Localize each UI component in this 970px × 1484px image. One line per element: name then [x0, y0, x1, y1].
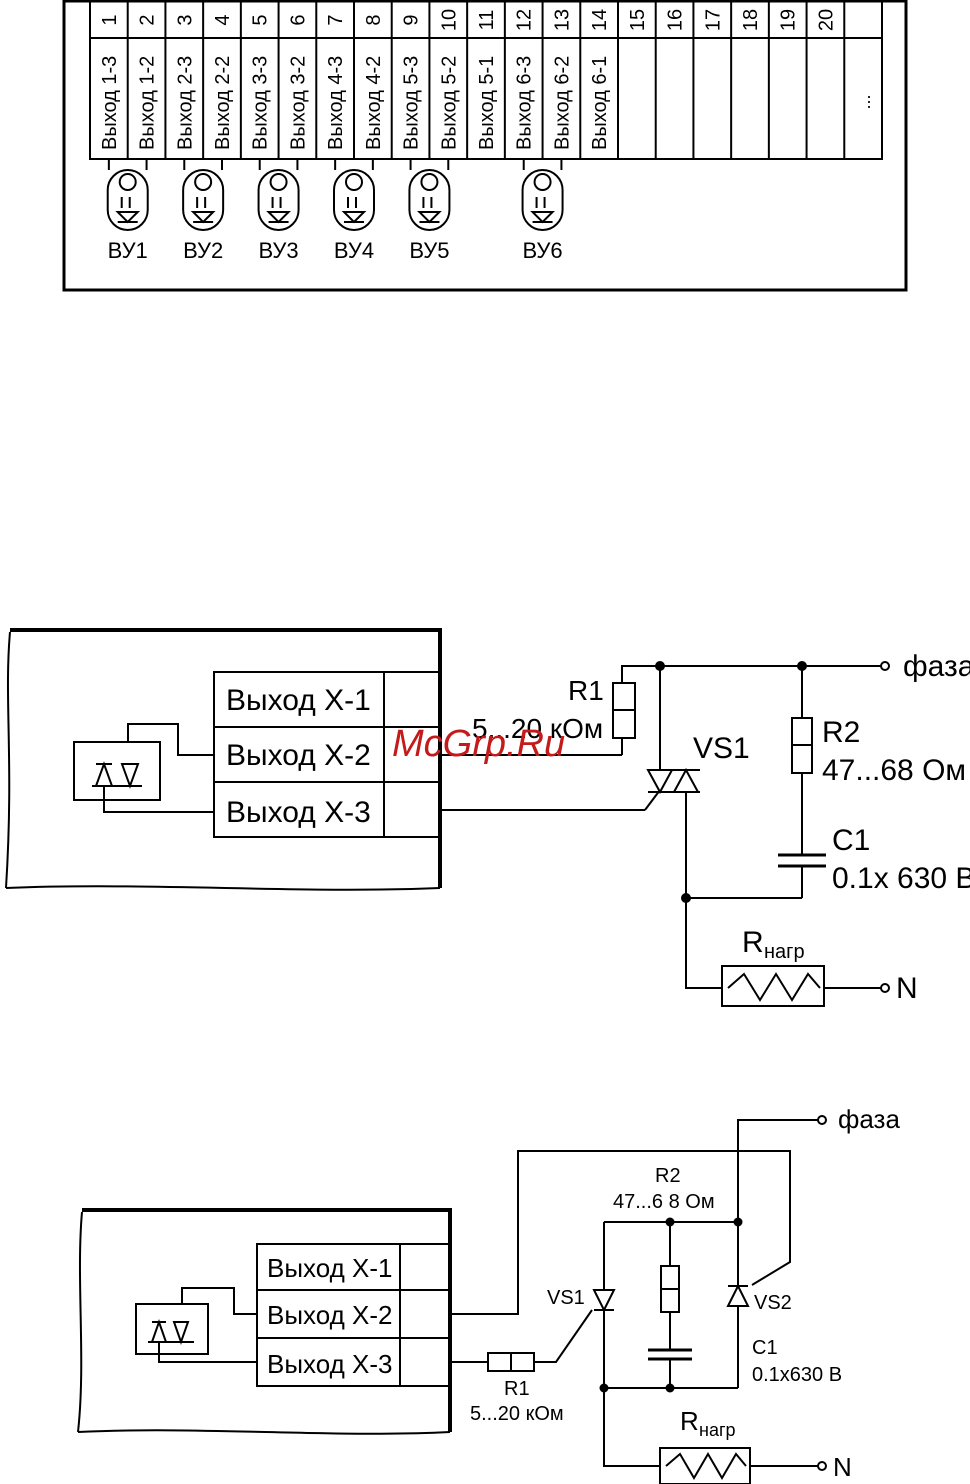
c1-name: C1 [832, 824, 870, 857]
terminal-output-label: Выход 5-3 [401, 56, 423, 150]
terminal-output-label: Выход 2-3 [174, 56, 196, 150]
r1-value-2: 5...20 кОм [470, 1403, 564, 1425]
terminal-pin-number: 19 [778, 9, 800, 31]
phase-label: фаза [903, 650, 970, 683]
phase-terminal-2 [817, 1115, 827, 1125]
optocoupler-icon [521, 159, 564, 231]
output-x2-label: Выход Х-2 [226, 739, 371, 772]
terminal-pin-number: 11 [476, 10, 498, 31]
c1-name-2: C1 [752, 1337, 778, 1359]
terminal-pin-number: 5 [250, 14, 272, 25]
optotriac-symbol [73, 741, 161, 801]
load-zigzag-icon [727, 972, 821, 1002]
triac-diagram-1: Выход Х-1 Выход Х-2 Выход Х-3 R1 5...20 … [5, 628, 970, 1007]
optocoupler-icon [182, 159, 225, 231]
phase-terminal [880, 661, 890, 671]
optocoupler-label: ВУ6 [522, 238, 562, 263]
c1-value: 0.1х 630 В [832, 862, 970, 895]
triac-diagram-2: Выход Х-1 Выход Х-2 Выход Х-3 R1 5...20 … [77, 1104, 900, 1484]
terminal-output-label: Выход 2-2 [212, 56, 234, 150]
terminal-output-label: Выход 1-3 [99, 56, 121, 150]
optocoupler-label: ВУ4 [334, 238, 374, 263]
watermark: McGrp.Ru [392, 723, 565, 765]
terminal-pin-number: 15 [627, 9, 649, 31]
terminal-ellipsis: ... [854, 94, 874, 109]
optocoupler-icon [408, 159, 451, 231]
terminal-pin-number: 8 [363, 14, 385, 25]
terminal-output-label: Выход 5-1 [476, 56, 498, 150]
neutral-terminal-2 [817, 1461, 827, 1471]
terminal-output-label: Выход 4-3 [325, 56, 347, 150]
optotriac-icon-2 [148, 1318, 194, 1346]
optotriac-icon [92, 761, 142, 789]
r2-value: 47...68 Ом [822, 754, 966, 787]
c1-value-2: 0.1х630 В [752, 1364, 842, 1386]
optocoupler-label: ВУ2 [183, 238, 223, 263]
terminal-pin-number: 14 [589, 9, 611, 31]
terminal-strip [89, 0, 883, 160]
optocoupler-label: ВУ1 [108, 238, 148, 263]
vs1-thyristor [592, 1289, 616, 1313]
phase-label-2: фаза [838, 1104, 900, 1134]
neutral-label: N [896, 972, 918, 1005]
vs1-triac [646, 769, 674, 795]
r2-name: R2 [822, 716, 860, 749]
terminal-pin-number: 17 [702, 9, 724, 31]
load-zigzag-icon-2 [665, 1452, 747, 1480]
terminal-pin-number: 10 [438, 9, 460, 31]
vs2-label-2: VS2 [754, 1292, 792, 1314]
optocoupler-label: ВУ5 [409, 238, 449, 263]
vs1-label-2: VS1 [547, 1287, 585, 1309]
terminal-pin-number: 13 [551, 9, 573, 31]
terminal-output-label: Выход 3-3 [250, 56, 272, 150]
terminal-pin-number: 16 [665, 9, 687, 31]
optocoupler-icon [106, 159, 149, 231]
load-subscript: нагр [764, 941, 805, 963]
r1-value: 5...20 кОм [472, 713, 603, 744]
output-x1-label: Выход Х-1 [226, 684, 371, 717]
output-x3-label-2: Выход Х-3 [267, 1349, 392, 1379]
terminal-output-label: Выход 4-2 [363, 56, 385, 150]
output-x3-label: Выход Х-3 [226, 796, 371, 829]
neutral-terminal [880, 983, 890, 993]
terminal-pin-number: 20 [815, 9, 837, 31]
terminal-output-label: Выход 3-2 [287, 56, 309, 150]
vs2-thyristor [726, 1283, 750, 1307]
load-name: R [742, 926, 764, 959]
neutral-label-2: N [833, 1452, 852, 1482]
output-x1-label-2: Выход Х-1 [267, 1253, 392, 1283]
r2-value-2: 47...6 8 Ом [613, 1191, 715, 1213]
load-subscript-2: нагр [699, 1420, 736, 1440]
r1-name: R1 [568, 675, 604, 706]
optotriac-symbol-2 [135, 1303, 209, 1355]
load-resistor [721, 965, 825, 1007]
optocoupler-icon [257, 159, 300, 231]
terminal-output-label: Выход 5-2 [438, 56, 460, 150]
terminal-output-label: Выход 6-1 [589, 56, 611, 150]
terminal-pin-number: 2 [137, 14, 159, 25]
optocoupler-label: ВУ3 [258, 238, 298, 263]
vs1-label: VS1 [693, 732, 750, 765]
terminal-pin-number: 7 [325, 14, 347, 25]
terminal-pin-number: 4 [212, 14, 234, 25]
r1-name-2: R1 [504, 1378, 530, 1400]
terminal-output-label: Выход 6-2 [551, 56, 573, 150]
terminal-pin-number: 9 [401, 14, 423, 25]
terminal-pin-number: 1 [99, 14, 121, 25]
terminal-pin-number: 6 [287, 14, 309, 25]
optocoupler-icon [333, 159, 375, 231]
terminal-pin-number: 18 [740, 9, 762, 31]
terminal-output-label: Выход 6-3 [514, 56, 536, 150]
r2-name-2: R2 [655, 1165, 681, 1187]
terminal-pin-number: 3 [174, 14, 196, 25]
load-name-2: R [680, 1406, 699, 1436]
output-x2-label-2: Выход Х-2 [267, 1300, 392, 1330]
terminal-output-label: Выход 1-2 [137, 56, 159, 150]
terminal-pin-number: 12 [514, 9, 536, 31]
